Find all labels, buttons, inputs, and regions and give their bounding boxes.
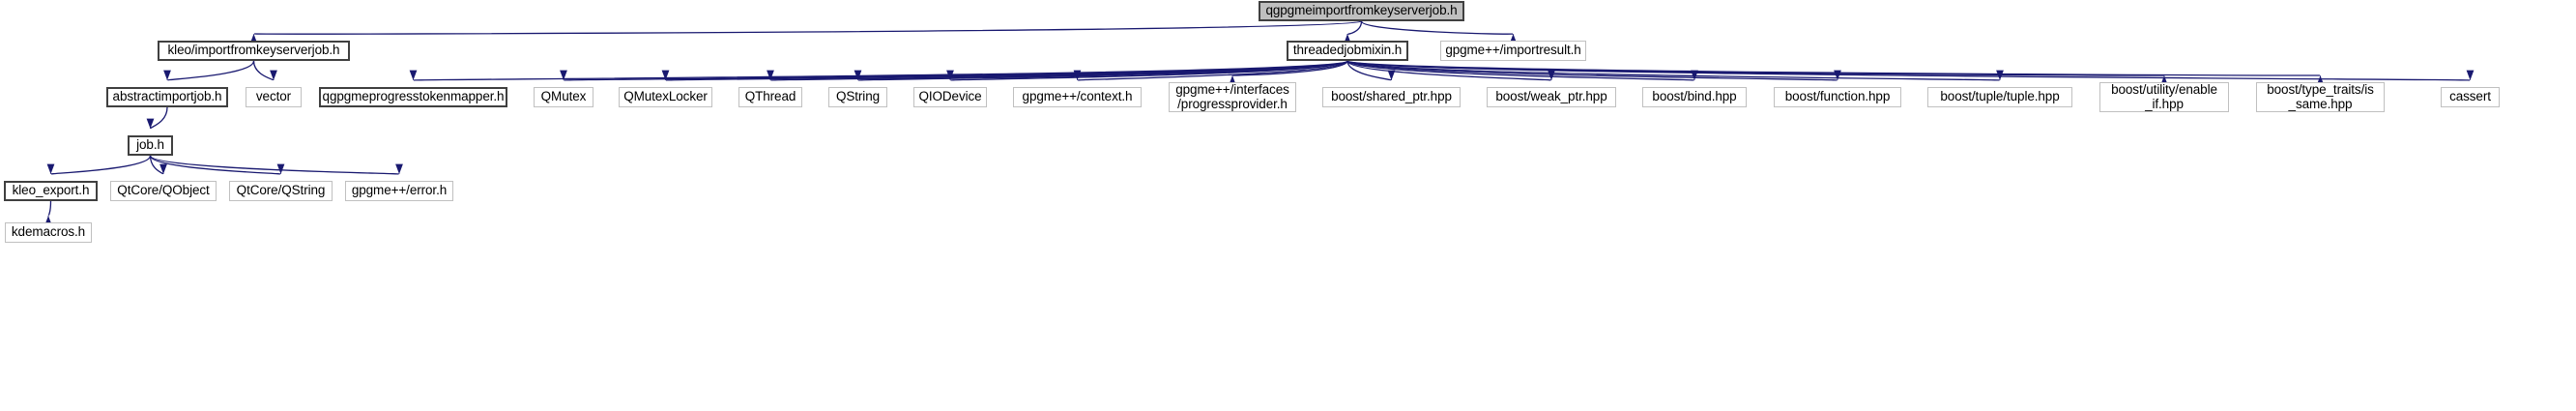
graph-node-n7[interactable]: QMutex <box>534 87 593 107</box>
graph-node-n12[interactable]: gpgme++/context.h <box>1013 87 1142 107</box>
graph-node-label: boost/utility/enable _if.hpp <box>2111 81 2217 111</box>
graph-edge <box>856 60 1348 81</box>
graph-node-label: gpgme++/importresult.h <box>1445 43 1581 58</box>
graph-node-label: boost/bind.hpp <box>1652 89 1737 104</box>
graph-edge <box>563 60 1348 81</box>
graph-node-n26[interactable]: gpgme++/error.h <box>345 181 453 201</box>
graph-node-label: qgpgmeimportfromkeyserverjob.h <box>1265 3 1458 18</box>
graph-edge <box>949 60 1348 81</box>
graph-node-n23[interactable]: kleo_export.h <box>4 181 98 201</box>
graph-edge <box>769 60 1348 81</box>
graph-node-n20[interactable]: boost/type_traits/is _same.hpp <box>2256 82 2385 112</box>
graph-node-label: QMutex <box>540 89 587 104</box>
graph-node-n2[interactable]: threadedjobmixin.h <box>1287 41 1408 61</box>
graph-edge <box>664 60 1348 81</box>
graph-node-label: boost/weak_ptr.hpp <box>1495 89 1607 104</box>
graph-node-n5[interactable]: vector <box>246 87 302 107</box>
graph-node-n16[interactable]: boost/bind.hpp <box>1642 87 1747 107</box>
graph-node-n6[interactable]: qgpgmeprogresstokenmapper.h <box>319 87 507 107</box>
graph-node-label: abstractimportjob.h <box>112 89 222 104</box>
graph-node-n0[interactable]: qgpgmeimportfromkeyserverjob.h <box>1259 1 1464 21</box>
graph-node-label: kleo_export.h <box>12 183 90 198</box>
graph-node-label: kdemacros.h <box>11 224 86 240</box>
graph-node-n24[interactable]: QtCore/QObject <box>110 181 217 201</box>
graph-edge <box>1346 60 2321 83</box>
graph-node-n21[interactable]: cassert <box>2441 87 2500 107</box>
graph-edge <box>1346 60 2472 81</box>
graph-node-label: boost/type_traits/is _same.hpp <box>2267 81 2374 111</box>
graph-node-n19[interactable]: boost/utility/enable _if.hpp <box>2099 82 2229 112</box>
graph-edge <box>1076 60 1348 81</box>
graph-node-label: gpgme++/error.h <box>351 183 448 198</box>
graph-node-n4[interactable]: abstractimportjob.h <box>106 87 228 107</box>
graph-edge <box>149 155 283 175</box>
graph-node-n13[interactable]: gpgme++/interfaces /progressprovider.h <box>1169 82 1296 112</box>
graph-node-n18[interactable]: boost/tuple/tuple.hpp <box>1927 87 2072 107</box>
graph-node-label: cassert <box>2449 89 2491 104</box>
graph-edge <box>1346 60 1553 81</box>
graph-edge <box>44 200 52 226</box>
graph-edge <box>149 155 400 175</box>
graph-edge <box>1346 60 2001 81</box>
graph-edge <box>1346 60 2165 83</box>
graph-node-label: QtCore/QObject <box>117 183 210 198</box>
graph-node-n1[interactable]: kleo/importfromkeyserverjob.h <box>158 41 350 61</box>
graph-node-n17[interactable]: boost/function.hpp <box>1774 87 1901 107</box>
graph-node-n3[interactable]: gpgme++/importresult.h <box>1440 41 1586 61</box>
graph-node-label: gpgme++/interfaces /progressprovider.h <box>1175 81 1289 111</box>
graph-edge <box>252 60 277 81</box>
graph-edge <box>146 106 168 130</box>
graph-node-label: qgpgmeprogresstokenmapper.h <box>322 89 505 104</box>
graph-node-label: QThread <box>744 89 796 104</box>
graph-node-label: boost/function.hpp <box>1784 89 1891 104</box>
graph-node-n10[interactable]: QString <box>828 87 887 107</box>
graph-edge <box>1346 60 1838 81</box>
graph-edge <box>252 20 1363 44</box>
graph-node-n11[interactable]: QIODevice <box>913 87 987 107</box>
graph-node-label: QtCore/QString <box>236 183 326 198</box>
graph-edge <box>1360 20 1516 44</box>
graph-node-label: QIODevice <box>918 89 982 104</box>
graph-node-label: job.h <box>136 137 164 153</box>
graph-node-n25[interactable]: QtCore/QString <box>229 181 333 201</box>
graph-edge <box>47 155 152 175</box>
graph-node-n22[interactable]: job.h <box>128 135 173 156</box>
graph-node-label: QString <box>835 89 881 104</box>
graph-node-label: threadedjobmixin.h <box>1292 43 1403 58</box>
graph-edge <box>1344 20 1363 44</box>
graph-edge <box>149 155 167 175</box>
graph-edge <box>412 60 1348 81</box>
graph-node-label: gpgme++/context.h <box>1022 89 1133 104</box>
graph-node-n15[interactable]: boost/weak_ptr.hpp <box>1487 87 1616 107</box>
graph-edge <box>1231 60 1348 87</box>
graph-node-n9[interactable]: QThread <box>738 87 802 107</box>
graph-node-label: vector <box>255 89 292 104</box>
graph-node-n14[interactable]: boost/shared_ptr.hpp <box>1322 87 1461 107</box>
graph-node-label: boost/shared_ptr.hpp <box>1331 89 1452 104</box>
graph-edge <box>163 60 255 81</box>
graph-node-n27[interactable]: kdemacros.h <box>5 222 92 243</box>
graph-edge <box>1346 60 1695 81</box>
graph-node-label: boost/tuple/tuple.hpp <box>1940 89 2060 104</box>
graph-node-label: QMutexLocker <box>623 89 708 104</box>
graph-node-n8[interactable]: QMutexLocker <box>619 87 712 107</box>
graph-edge <box>1346 60 1395 81</box>
graph-node-label: kleo/importfromkeyserverjob.h <box>167 43 340 58</box>
